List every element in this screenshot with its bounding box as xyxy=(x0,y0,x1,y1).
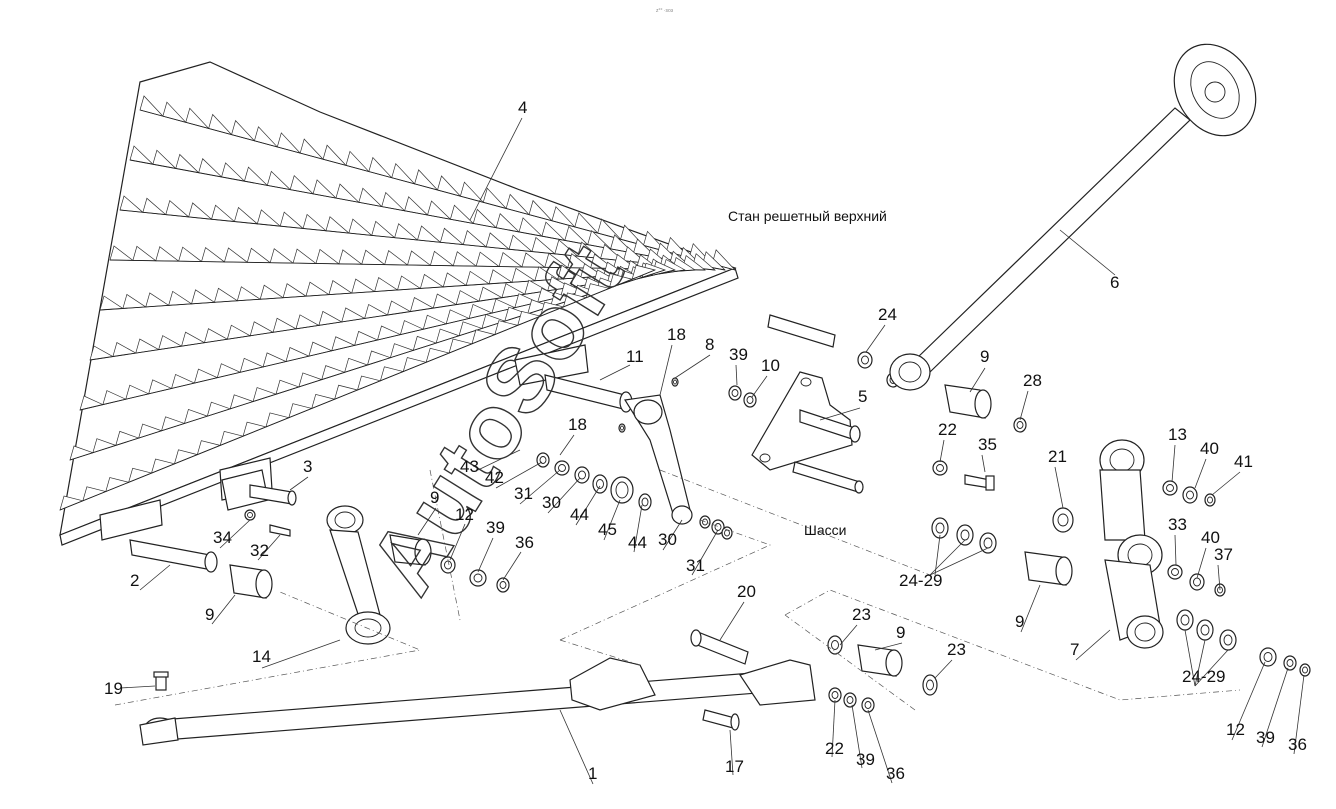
bolt-32 xyxy=(269,524,291,537)
callout-7: 7 xyxy=(1070,640,1079,659)
callout-11: 11 xyxy=(626,347,644,366)
bushing-9-c xyxy=(944,384,992,419)
callout-6: 6 xyxy=(1110,273,1119,292)
callout-44-b: 44 xyxy=(628,533,647,552)
callout-33: 33 xyxy=(1168,515,1187,534)
sieve-frame xyxy=(59,61,739,546)
callout-45: 45 xyxy=(598,520,617,539)
callout-40-a: 40 xyxy=(1200,439,1219,458)
callouts: 4 6 24 18 11 8 39 10 9 28 5 18 22 13 35 … xyxy=(104,98,1307,783)
plate-5 xyxy=(751,371,861,471)
bushing-9-a xyxy=(389,534,432,566)
callout-30-b: 30 xyxy=(658,530,677,549)
callout-42: 42 xyxy=(485,468,504,487)
callout-34: 34 xyxy=(213,528,232,547)
pin-17 xyxy=(702,709,740,731)
callout-12-b: 12 xyxy=(1226,720,1245,739)
callout-9-e: 9 xyxy=(896,623,905,642)
top-mark: z°° ·sоз xyxy=(656,8,674,14)
bearing-45 xyxy=(610,476,634,504)
callout-14: 14 xyxy=(252,647,271,666)
callout-21: 21 xyxy=(1048,447,1067,466)
callout-2: 2 xyxy=(130,571,139,590)
callout-18-b: 18 xyxy=(568,415,587,434)
callout-39-d: 39 xyxy=(856,750,875,769)
callout-31-a: 31 xyxy=(514,484,533,503)
callout-9-d: 9 xyxy=(1015,612,1024,631)
callout-1: 1 xyxy=(588,764,597,783)
long-bar-1 xyxy=(139,657,816,746)
callout-9-a: 9 xyxy=(430,488,439,507)
bolt-35 xyxy=(964,474,995,491)
washers-and-nuts xyxy=(244,351,1311,713)
callout-36-c: 36 xyxy=(886,764,905,783)
upper-frame-note: Стан решетный верхний xyxy=(728,208,887,224)
callout-40-b: 40 xyxy=(1201,528,1220,547)
rod-6 xyxy=(889,43,1257,391)
chassis-pin xyxy=(792,461,864,494)
callout-24-29-a: 24-29 xyxy=(899,571,942,590)
callout-35: 35 xyxy=(978,435,997,454)
callout-9-b: 9 xyxy=(205,605,214,624)
callout-39-c: 39 xyxy=(1256,728,1275,747)
callout-32: 32 xyxy=(250,541,269,560)
connecting-rod-14 xyxy=(326,505,391,645)
callout-37: 37 xyxy=(1214,545,1233,564)
callout-8: 8 xyxy=(705,335,714,354)
callout-39-a: 39 xyxy=(729,345,748,364)
callout-23-b: 23 xyxy=(947,640,966,659)
callout-24: 24 xyxy=(878,305,897,324)
callout-31-b: 31 xyxy=(686,556,705,575)
callout-22-b: 22 xyxy=(825,739,844,758)
callout-17: 17 xyxy=(725,757,744,776)
lever-arm xyxy=(624,394,693,525)
callout-5: 5 xyxy=(858,387,867,406)
callout-30-a: 30 xyxy=(542,493,561,512)
callout-44-a: 44 xyxy=(570,505,589,524)
callout-36-b: 36 xyxy=(1288,735,1307,754)
callout-20: 20 xyxy=(737,582,756,601)
callout-4: 4 xyxy=(518,98,527,117)
callout-23-a: 23 xyxy=(852,605,871,624)
bolt-19 xyxy=(153,671,169,691)
bracket-3 xyxy=(221,469,297,511)
frame-pin xyxy=(767,314,836,348)
chassis-note: Шасси xyxy=(804,522,846,538)
callout-9-c: 9 xyxy=(980,347,989,366)
callout-13: 13 xyxy=(1168,425,1187,444)
callout-41: 41 xyxy=(1234,452,1253,471)
callout-19: 19 xyxy=(104,679,123,698)
callout-10: 10 xyxy=(761,356,780,375)
callout-43: 43 xyxy=(460,457,479,476)
bushing-9-e xyxy=(857,644,903,677)
callout-3: 3 xyxy=(303,457,312,476)
callout-18-a: 18 xyxy=(667,325,686,344)
crank-7 xyxy=(1099,439,1164,649)
shaft-2 xyxy=(129,539,218,573)
pin-20 xyxy=(690,629,749,665)
callout-24-29-b: 24-29 xyxy=(1182,667,1225,686)
callout-36-a: 36 xyxy=(515,533,534,552)
bushing-9-d xyxy=(1024,551,1073,586)
callout-12-a: 12 xyxy=(455,505,474,524)
callout-28: 28 xyxy=(1023,371,1042,390)
callout-22-a: 22 xyxy=(938,420,957,439)
shaft-11 xyxy=(544,374,633,413)
bushing-9-b xyxy=(229,564,273,599)
callout-39-b: 39 xyxy=(486,518,505,537)
